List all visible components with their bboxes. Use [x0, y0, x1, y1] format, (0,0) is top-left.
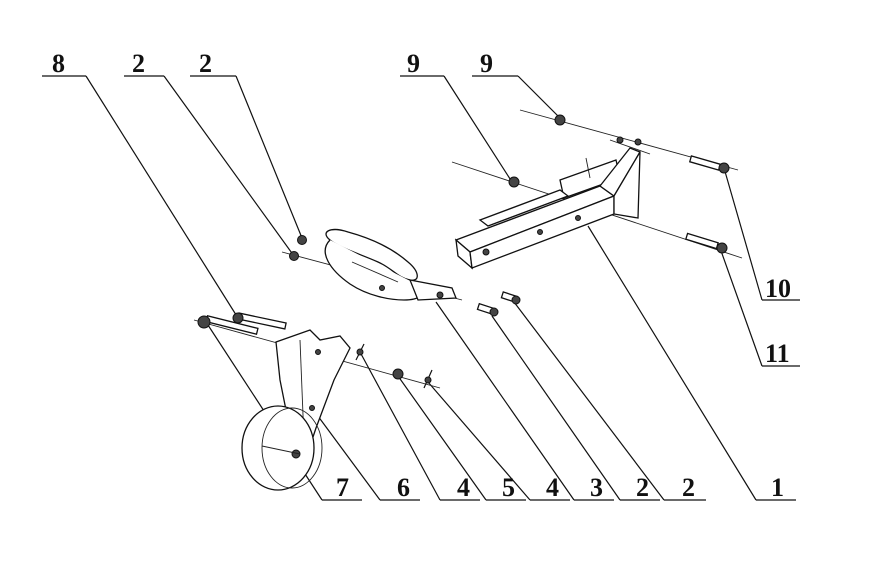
callout-label: 2 [682, 473, 695, 502]
callout-label: 9 [407, 49, 420, 78]
callout-label: 4 [546, 473, 559, 502]
wheel-part [241, 405, 323, 491]
callout-label: 2 [199, 49, 212, 78]
callout-label: 1 [771, 473, 784, 502]
callout-label: 7 [336, 473, 349, 502]
callout-label: 2 [132, 49, 145, 78]
callout-label: 3 [590, 473, 603, 502]
callout-labels: 8 2 2 9 9 10 11 7 6 4 5 4 3 2 2 1 [52, 49, 791, 502]
mounting-bracket-part [454, 136, 651, 270]
callout-label: 10 [765, 274, 791, 303]
fasteners [197, 114, 730, 389]
callout-label: 2 [636, 473, 649, 502]
callout-label: 5 [502, 473, 515, 502]
callout-label: 9 [480, 49, 493, 78]
leader-lines [42, 75, 800, 501]
callout-label: 4 [457, 473, 470, 502]
callout-label: 8 [52, 49, 65, 78]
callout-label: 11 [765, 339, 790, 368]
callout-label: 6 [397, 473, 410, 502]
handle-part [324, 228, 457, 301]
